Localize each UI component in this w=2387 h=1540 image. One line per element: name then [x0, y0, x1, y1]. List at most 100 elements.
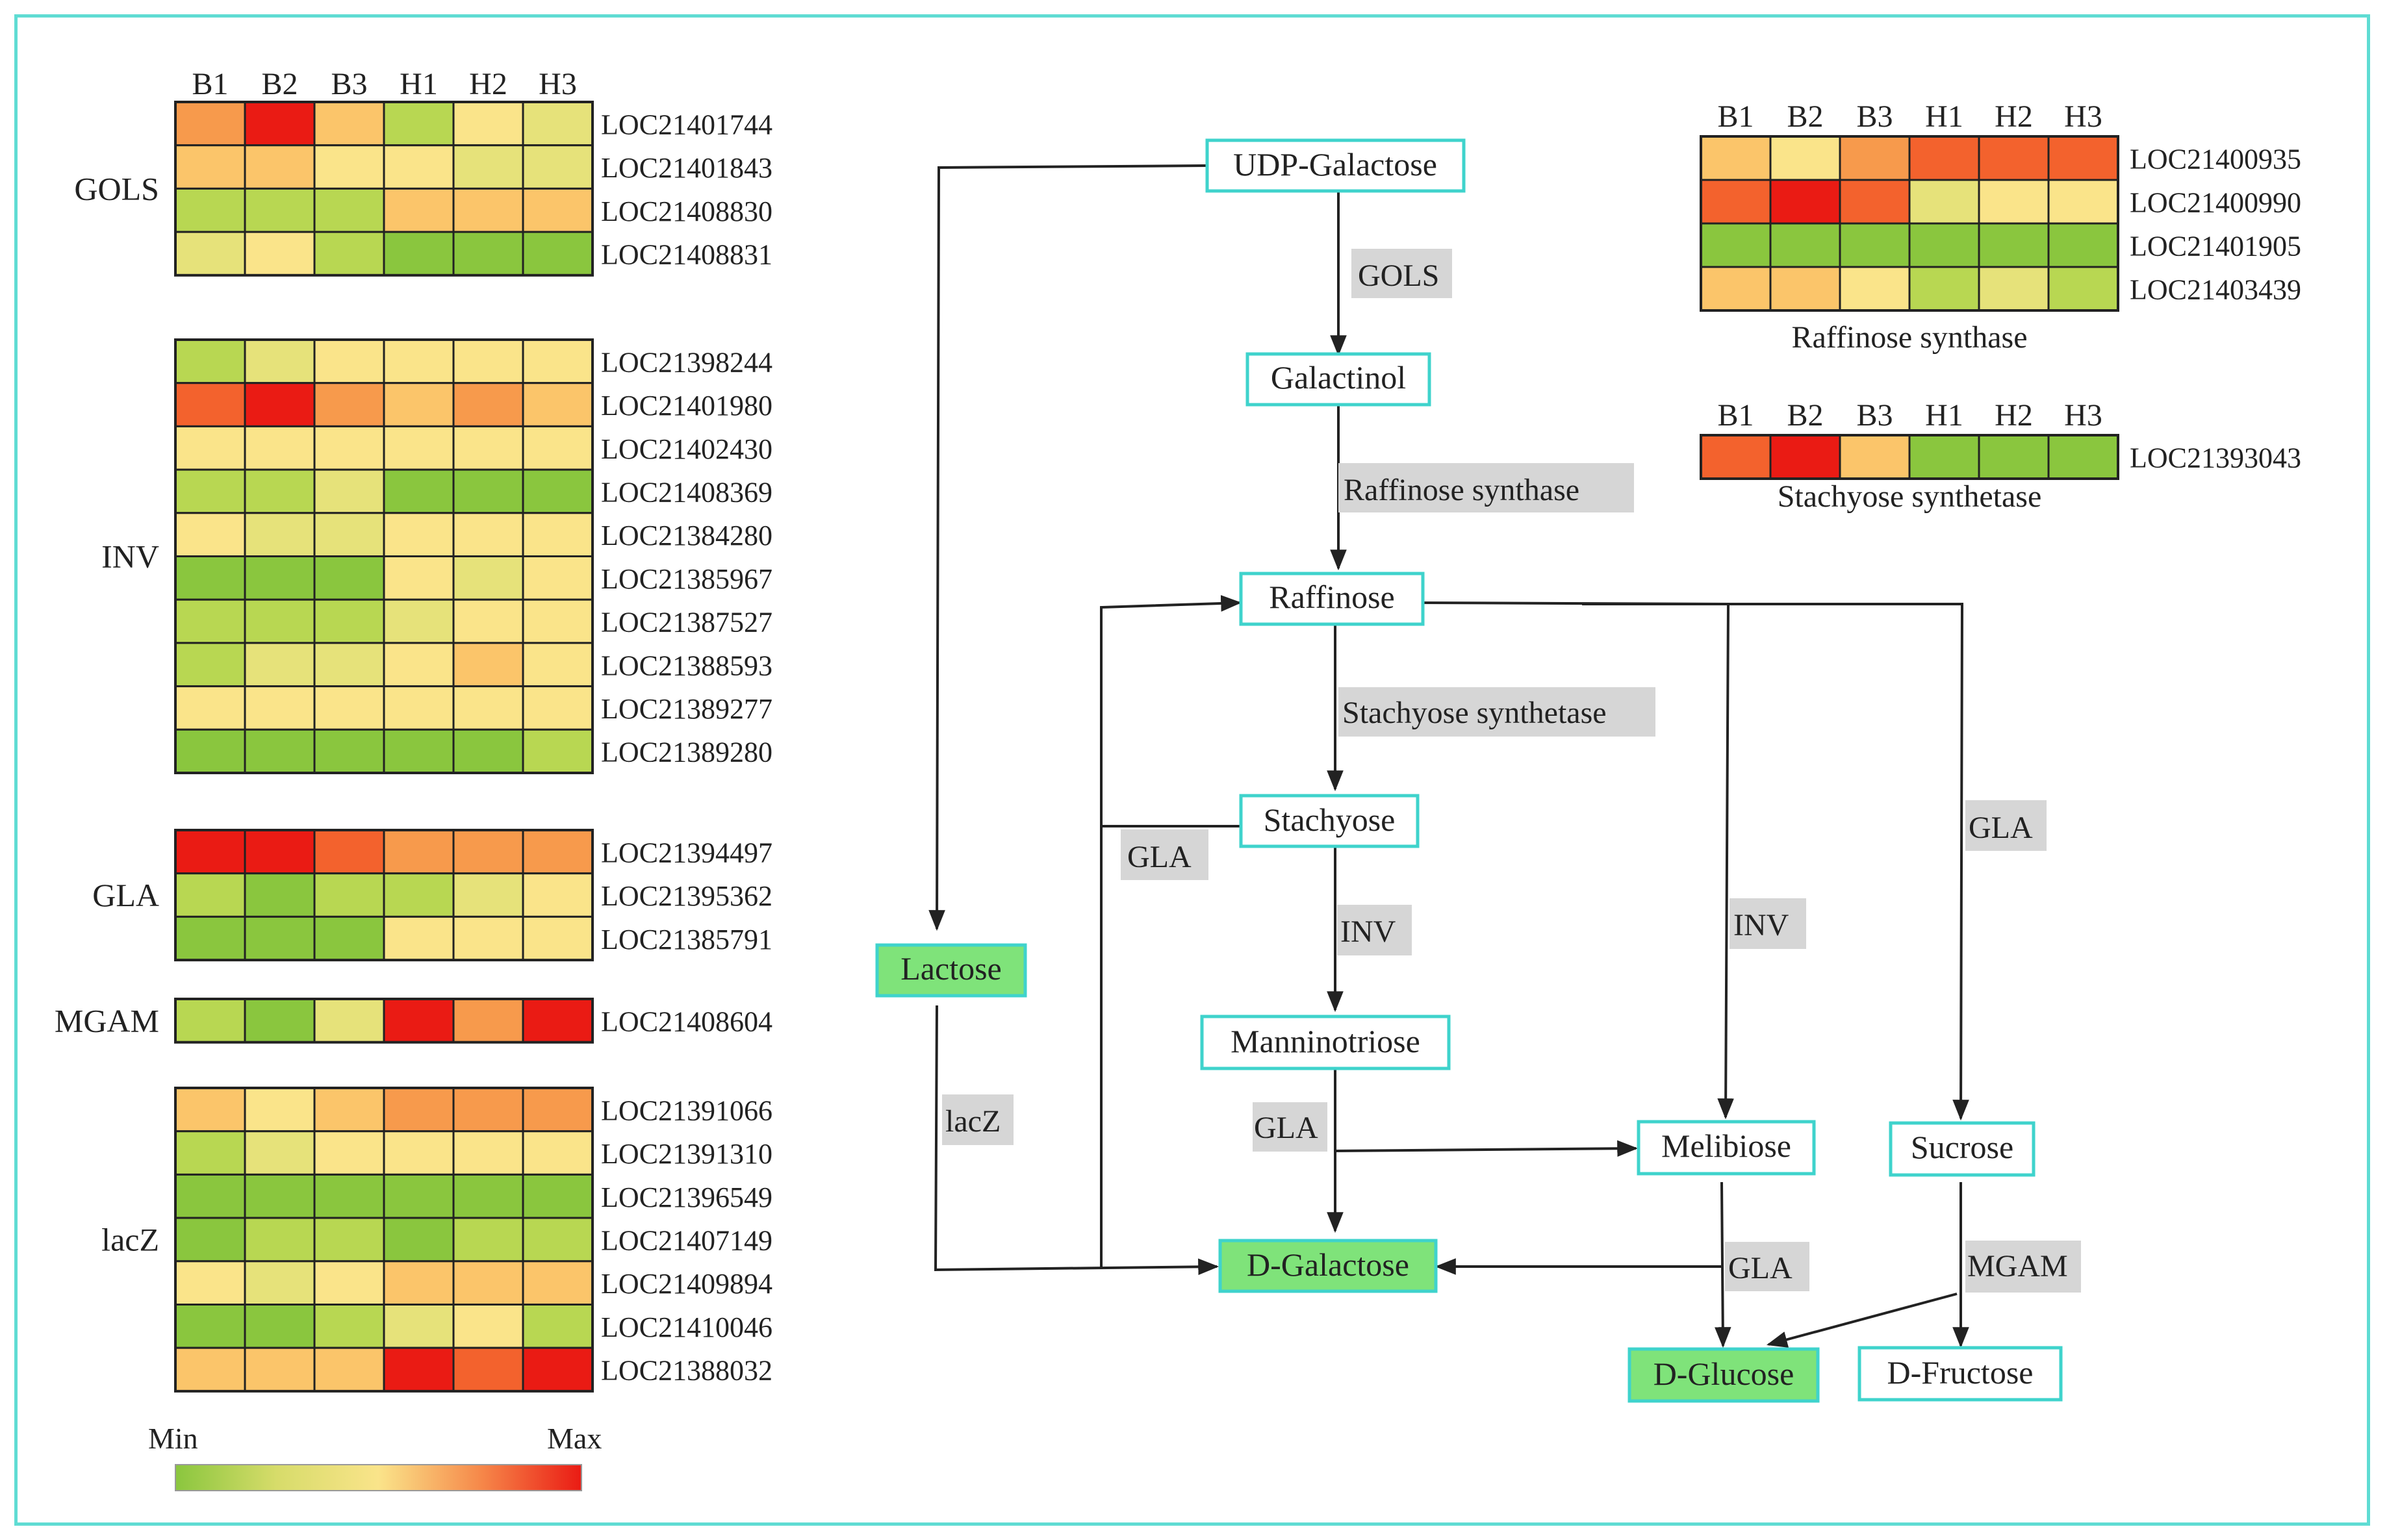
heatmap-cell [244, 829, 316, 875]
heatmap-cell [313, 598, 385, 644]
heatmap-cell [244, 468, 316, 514]
heatmap-cell [383, 642, 455, 688]
heatmap-cell [313, 1173, 385, 1219]
enzyme-gla-stachyose: GLA [1121, 829, 1208, 880]
heatmap-cell [313, 144, 385, 190]
heatmap-cell [174, 1304, 246, 1349]
heatmap-cell [1978, 434, 2050, 480]
gene-label: LOC21393043 [2130, 442, 2301, 474]
heatmap-cell [1908, 266, 1980, 312]
heatmap-cell [313, 915, 385, 961]
heatmap-cell [1908, 135, 1980, 181]
heatmap-cell [174, 1130, 246, 1176]
gene-label: LOC21387527 [601, 607, 772, 638]
gene-label: LOC21402430 [601, 433, 772, 465]
gene-label: LOC21394497 [601, 837, 772, 868]
heatmap-block-border [174, 829, 594, 962]
gene-label: LOC21403439 [2130, 274, 2301, 306]
heatmap-cell [244, 425, 316, 471]
group-label: INV [101, 538, 159, 575]
gene-label: LOC21408369 [601, 476, 772, 508]
heatmap-cell [313, 998, 385, 1044]
gene-label: LOC21389277 [601, 693, 772, 725]
gene-label: LOC21395362 [601, 880, 772, 912]
heatmap-cell [174, 187, 246, 233]
column-header-right-h3: H3 [2064, 398, 2102, 433]
heatmap-cell [174, 1346, 246, 1393]
heatmap-cell [244, 101, 316, 147]
heatmap-cell [244, 382, 316, 427]
group-label: GLA [92, 877, 159, 913]
node-sucrose: Sucrose [1889, 1121, 2036, 1177]
heatmap-cell [1700, 179, 1772, 225]
heatmap-cell [383, 1130, 455, 1176]
heatmap-cell [522, 338, 594, 385]
heatmap-cell [452, 685, 524, 731]
heatmap-cell [383, 1346, 455, 1393]
edge-melibiose-to-glucose [1714, 1181, 1731, 1348]
svg-text:lacZ: lacZ [945, 1104, 1001, 1139]
heatmap-cell [1700, 135, 1772, 181]
column-header-right-h3: H3 [2064, 99, 2102, 134]
column-header-left-b1: B1 [192, 67, 228, 101]
node-raffinose: Raffinose [1239, 572, 1425, 626]
heatmap-cell [522, 998, 594, 1044]
svg-text:UDP-Galactose: UDP-Galactose [1233, 146, 1437, 183]
heatmap-cell [244, 338, 316, 385]
heatmap-cell [1769, 135, 1841, 181]
svg-text:Raffinose: Raffinose [1269, 579, 1394, 615]
heatmap-cell [522, 425, 594, 471]
heatmap-cell [174, 468, 246, 514]
heatmap-cell [383, 468, 455, 514]
legend-gradient-bar [175, 1464, 582, 1491]
group-label: MGAM [55, 1002, 159, 1039]
gene-label: LOC21388032 [601, 1355, 772, 1387]
heatmap-cell [313, 425, 385, 471]
heatmap-cell [522, 1217, 594, 1263]
heatmap-cell [522, 144, 594, 190]
heatmap-cell [313, 872, 385, 918]
node-d-glucose: D-Glucose [1628, 1347, 1820, 1403]
gene-label: LOC21391066 [601, 1094, 772, 1126]
node-udp-galactose: UDP-Galactose [1205, 138, 1466, 193]
enzyme-lacz: lacZ [942, 1094, 1014, 1145]
heatmap-cell [313, 101, 385, 147]
heatmap-cell [174, 1260, 246, 1306]
heatmap-cell [313, 1087, 385, 1133]
svg-text:Melibiose: Melibiose [1661, 1128, 1791, 1164]
color-legend: Min Max [148, 1422, 602, 1491]
heatmap-cell [174, 382, 246, 427]
heatmap-cell [313, 1260, 385, 1306]
heatmap-cell [313, 685, 385, 731]
heatmap-cell [1700, 434, 1772, 480]
heatmap-cell [174, 512, 246, 557]
heatmap-cell [2047, 179, 2119, 225]
gene-label: LOC21400990 [2130, 187, 2301, 219]
heatmap-cell [1700, 266, 1772, 312]
gene-label: LOC21389280 [601, 737, 772, 768]
svg-text:GLA: GLA [1969, 811, 2033, 845]
gene-label: LOC21401905 [2130, 231, 2301, 262]
gene-label: LOC21407149 [601, 1224, 772, 1256]
node-lactose: Lactose [875, 943, 1027, 998]
gene-label: LOC21391310 [601, 1138, 772, 1170]
heatmap-cell [2047, 222, 2119, 268]
heatmap-cell [174, 872, 246, 918]
svg-text:INV: INV [1340, 915, 1396, 949]
gene-label: LOC21398244 [601, 346, 772, 378]
heatmap-cell [452, 915, 524, 961]
heatmap-block-border [1700, 135, 2119, 312]
heatmap-cell [452, 829, 524, 875]
heatmap-cell [522, 1346, 594, 1393]
gene-label: LOC21396549 [601, 1181, 772, 1213]
column-header-right-b2: B2 [1787, 99, 1823, 134]
heatmap-cell [522, 231, 594, 277]
heatmap-cell [383, 915, 455, 961]
svg-text:Galactinol: Galactinol [1271, 359, 1406, 396]
heatmap-cell [2047, 135, 2119, 181]
heatmap-cell [174, 685, 246, 731]
heatmap-cell [174, 144, 246, 190]
